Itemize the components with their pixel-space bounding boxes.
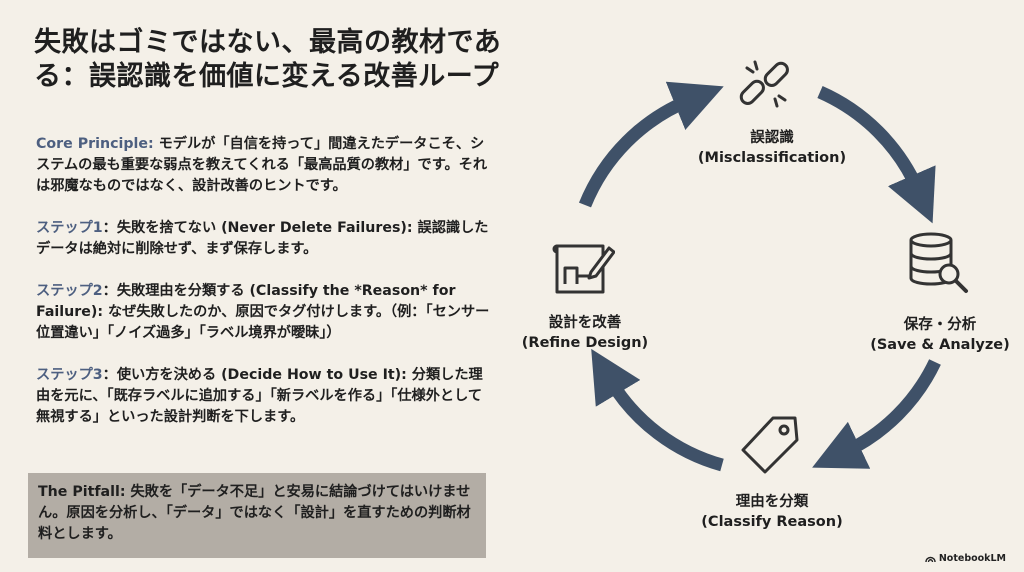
notebooklm-brand: NotebookLM — [925, 553, 1006, 564]
step-2: ステップ2：失敗理由を分類する (Classify the *Reason* f… — [36, 281, 496, 344]
node-refine-design: 設計を改善 (Refine Design) — [522, 313, 648, 353]
node-label-en: (Classify Reason) — [701, 514, 843, 530]
step-1: ステップ1：失敗を捨てない (Never Delete Failures): 誤… — [36, 218, 496, 260]
node-label-en: (Save & Analyze) — [870, 337, 1010, 353]
node-label-en: (Refine Design) — [521, 335, 649, 351]
brand-label: NotebookLM — [938, 553, 1006, 564]
step-label: ステップ3 — [36, 367, 103, 383]
node-label-jp: 保存・分析 — [903, 317, 977, 333]
step-label: ステップ2 — [36, 283, 103, 299]
arrow-save-to-classify — [812, 359, 941, 469]
notebooklm-logo-icon — [925, 556, 936, 563]
node-classify-reason: 理由を分類 (Classify Reason) — [701, 492, 842, 532]
node-label-en: (Misclassification) — [697, 150, 847, 166]
step-text: ：失敗理由を分類する (Classify the *Reason* for Fa… — [36, 283, 490, 341]
broken-link-icon — [739, 60, 789, 108]
core-principle-label: Core Principle: — [36, 136, 154, 152]
body-text: Core Principle: モデルが「自信を持って」間違えたデータこそ、シス… — [36, 134, 496, 449]
node-label-jp: 誤認識 — [750, 130, 794, 146]
pitfall-box: The Pitfall: 失敗を「データ不足」と安易に結論づけてはいけません。原… — [28, 473, 486, 558]
tag-icon — [741, 416, 799, 474]
node-label-jp: 設計を改善 — [548, 315, 622, 331]
database-search-icon — [909, 232, 968, 293]
node-label-jp: 理由を分類 — [735, 494, 809, 510]
arrow-misclassification-to-save — [817, 86, 936, 224]
core-principle-text: モデルが「自信を持って」間違えたデータこそ、システムの最も重要な弱点を教えてくれ… — [36, 136, 488, 194]
step-label: ステップ1 — [36, 220, 103, 236]
node-save-analyze: 保存・分析 (Save & Analyze) — [870, 315, 1010, 355]
arrow-classify-to-refine — [591, 348, 724, 472]
blueprint-pencil-icon — [552, 244, 615, 294]
core-principle: Core Principle: モデルが「自信を持って」間違えたデータこそ、シス… — [36, 134, 496, 197]
step-text: ：使い方を決める (Decide How to Use It): 分類した理由を… — [36, 367, 483, 425]
page-title: 失敗はゴミではない、最高の教材である：誤認識を価値に変える改善ループ — [34, 27, 502, 92]
step-3: ステップ3：使い方を決める (Decide How to Use It): 分類… — [36, 365, 496, 428]
arrow-refine-to-misclassification — [578, 81, 724, 208]
step-text: ：失敗を捨てない (Never Delete Failures): 誤認識したデ… — [36, 220, 489, 257]
node-misclassification: 誤認識 (Misclassification) — [698, 128, 846, 168]
